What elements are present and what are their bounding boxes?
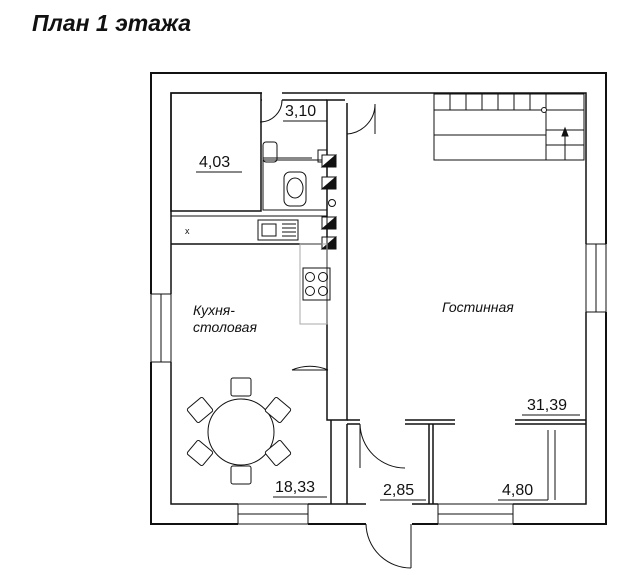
windows — [150, 243, 607, 525]
area-storage: 4,03 — [199, 154, 230, 171]
area-underlines — [196, 120, 580, 501]
area-vestibule: 4,80 — [502, 482, 533, 499]
room-kitchen-line1: Кухня- — [193, 302, 235, 318]
staircase — [433, 93, 585, 161]
bathroom-fixtures — [262, 141, 328, 211]
room-living: Гостинная — [442, 299, 514, 315]
counter-mark: x — [185, 226, 190, 236]
area-hall: 2,85 — [383, 482, 414, 499]
door-swings — [259, 99, 556, 569]
kitchen-counter — [170, 215, 331, 325]
page-title: План 1 этажа — [32, 10, 192, 36]
ventilation-shafts — [320, 153, 337, 250]
door-gaps — [262, 92, 515, 426]
dining-table — [186, 377, 292, 485]
area-kitchen: 18,33 — [275, 479, 315, 496]
room-kitchen-line2: столовая — [193, 319, 257, 335]
area-bathroom: 3,10 — [285, 103, 316, 120]
window-openings — [149, 244, 608, 526]
area-living: 31,39 — [527, 397, 567, 414]
